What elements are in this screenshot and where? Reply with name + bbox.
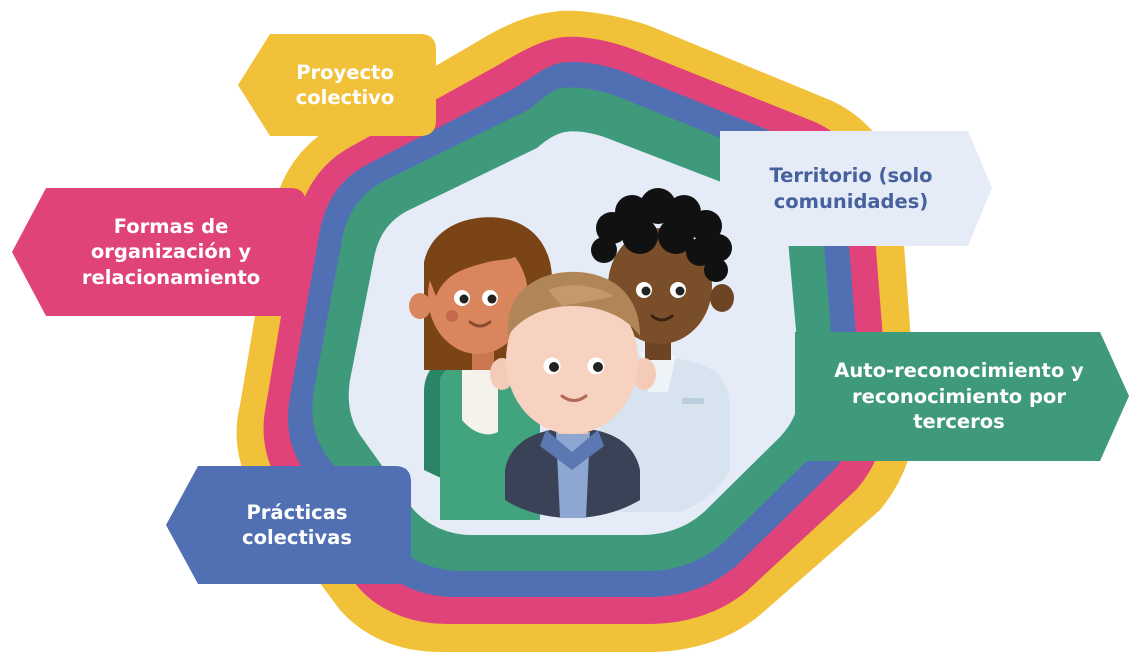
label-practicas-colectivas-text: Prácticas colectivas — [242, 500, 352, 549]
label-formas-organizacion-text: Formas de organización y relacionamiento — [81, 214, 261, 289]
label-formas-organizacion: Formas de organización y relacionamiento — [38, 188, 304, 316]
label-proyecto-colectivo: Proyecto colectivo — [255, 34, 435, 136]
label-territorio-text: Territorio (solo comunidades) — [769, 164, 933, 213]
group-of-three-people-icon — [409, 188, 734, 520]
man-front-figure — [490, 271, 656, 518]
tag-proyecto-colectivo — [238, 34, 436, 136]
tag-auto-reconocimiento — [795, 332, 1129, 461]
label-auto-reconocimiento-text: Auto-reconocimiento y reconocimiento por… — [834, 359, 1084, 434]
tag-formas-organizacion — [12, 188, 306, 316]
label-territorio: Territorio (solo comunidades) — [722, 131, 980, 246]
tag-practicas-colectivas — [166, 466, 411, 584]
label-auto-reconocimiento: Auto-reconocimiento y reconocimiento por… — [800, 332, 1118, 461]
label-proyecto-colectivo-text: Proyecto colectivo — [295, 60, 395, 109]
tag-territorio — [720, 131, 992, 246]
label-practicas-colectivas: Prácticas colectivas — [186, 466, 408, 584]
